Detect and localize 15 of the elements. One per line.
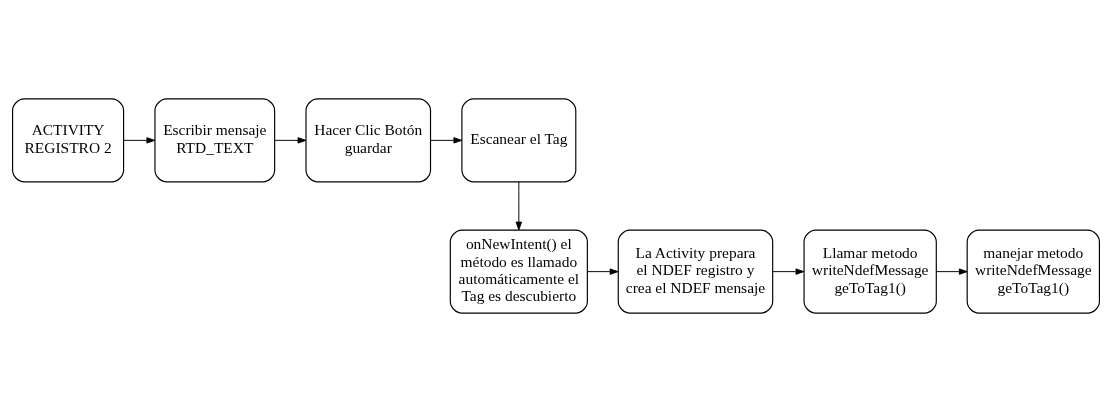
arrow [430, 136, 463, 144]
node-box: ACTIVITY REGISTRO 2 [12, 97, 125, 182]
arrow [935, 267, 968, 275]
node-box: onNewIntent() el método es llamado automáticamente el Tag es descubierto [449, 229, 588, 314]
arrow [274, 136, 307, 144]
node-box: La Activity prepara el NDEF registro y crea el NDEF mensaje [617, 229, 774, 314]
node-box: Escribir mensaje RTD_TEXT [154, 97, 276, 182]
node-box: manejar metodo writeNdefMessage geToTag1() [966, 229, 1100, 314]
arrow [587, 267, 619, 275]
node-box: Hacer Clic Botón guardar [305, 97, 432, 182]
arrow [123, 136, 156, 144]
node-box: Escanear el Tag [461, 97, 577, 182]
arrow [772, 267, 805, 275]
node-box: Llamar metodo writeNdefMessage geToTag1() [803, 229, 937, 314]
arrow [515, 180, 523, 230]
